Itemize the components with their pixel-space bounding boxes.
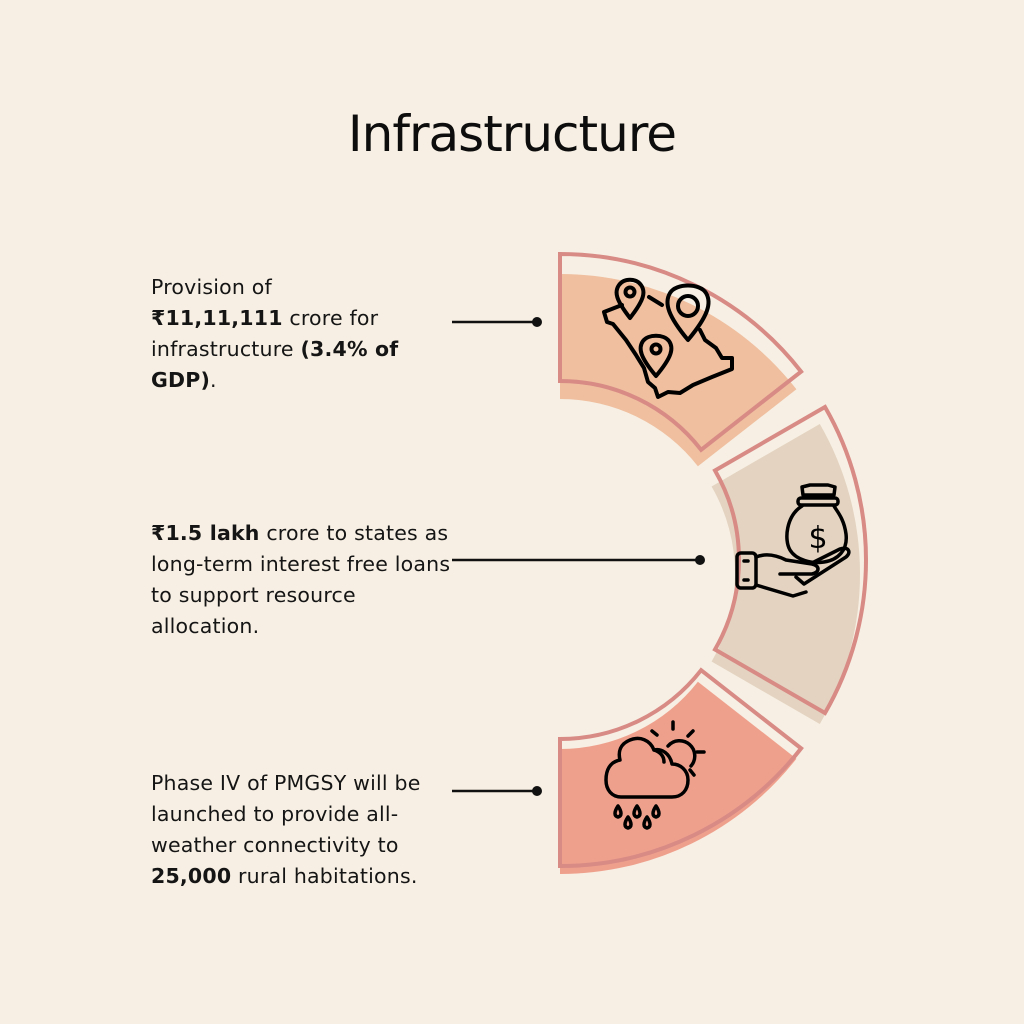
segment-bottom-outline (558, 667, 804, 869)
highlight-text: ₹1.5 lakh (151, 521, 260, 545)
body-text: . (210, 368, 217, 392)
connector-3 (452, 786, 542, 796)
segment-bottom (558, 667, 804, 874)
connector-2 (452, 555, 705, 565)
svg-text:$: $ (808, 521, 827, 556)
connector-1 (452, 317, 542, 327)
money-bag-hand-icon: $ (735, 483, 851, 598)
item-text-state-loans: ₹1.5 lakh crore to states as long-term i… (151, 518, 451, 642)
segment-middle (711, 404, 868, 724)
segment-bottom-fill (560, 681, 797, 874)
body-text: crore for infrastructure (151, 306, 379, 361)
cloud-rain-sun-icon (604, 720, 706, 830)
segment-top (558, 251, 804, 467)
item-text-infrastructure-provision: Provision of ₹11,11,111 crore for infrast… (151, 272, 421, 396)
page-title: Infrastructure (347, 105, 677, 163)
segment-middle-outline (712, 404, 868, 716)
highlight-text: 25,000 (151, 864, 232, 888)
highlight-text: ₹11,11,111 (151, 306, 283, 330)
segment-top-outline (558, 251, 804, 453)
body-text: rural habitations. (231, 864, 418, 888)
highlight-text: (3.4% of GDP) (151, 337, 399, 392)
map-pins-icon (602, 277, 734, 399)
body-text: Provision of (151, 275, 272, 299)
body-text: crore to states as long-term interest fr… (151, 521, 451, 638)
segment-top-fill (560, 274, 797, 467)
body-text: Phase IV of PMGSY will be launched to pr… (151, 771, 421, 857)
item-text-pmgsy: Phase IV of PMGSY will be launched to pr… (151, 768, 451, 892)
